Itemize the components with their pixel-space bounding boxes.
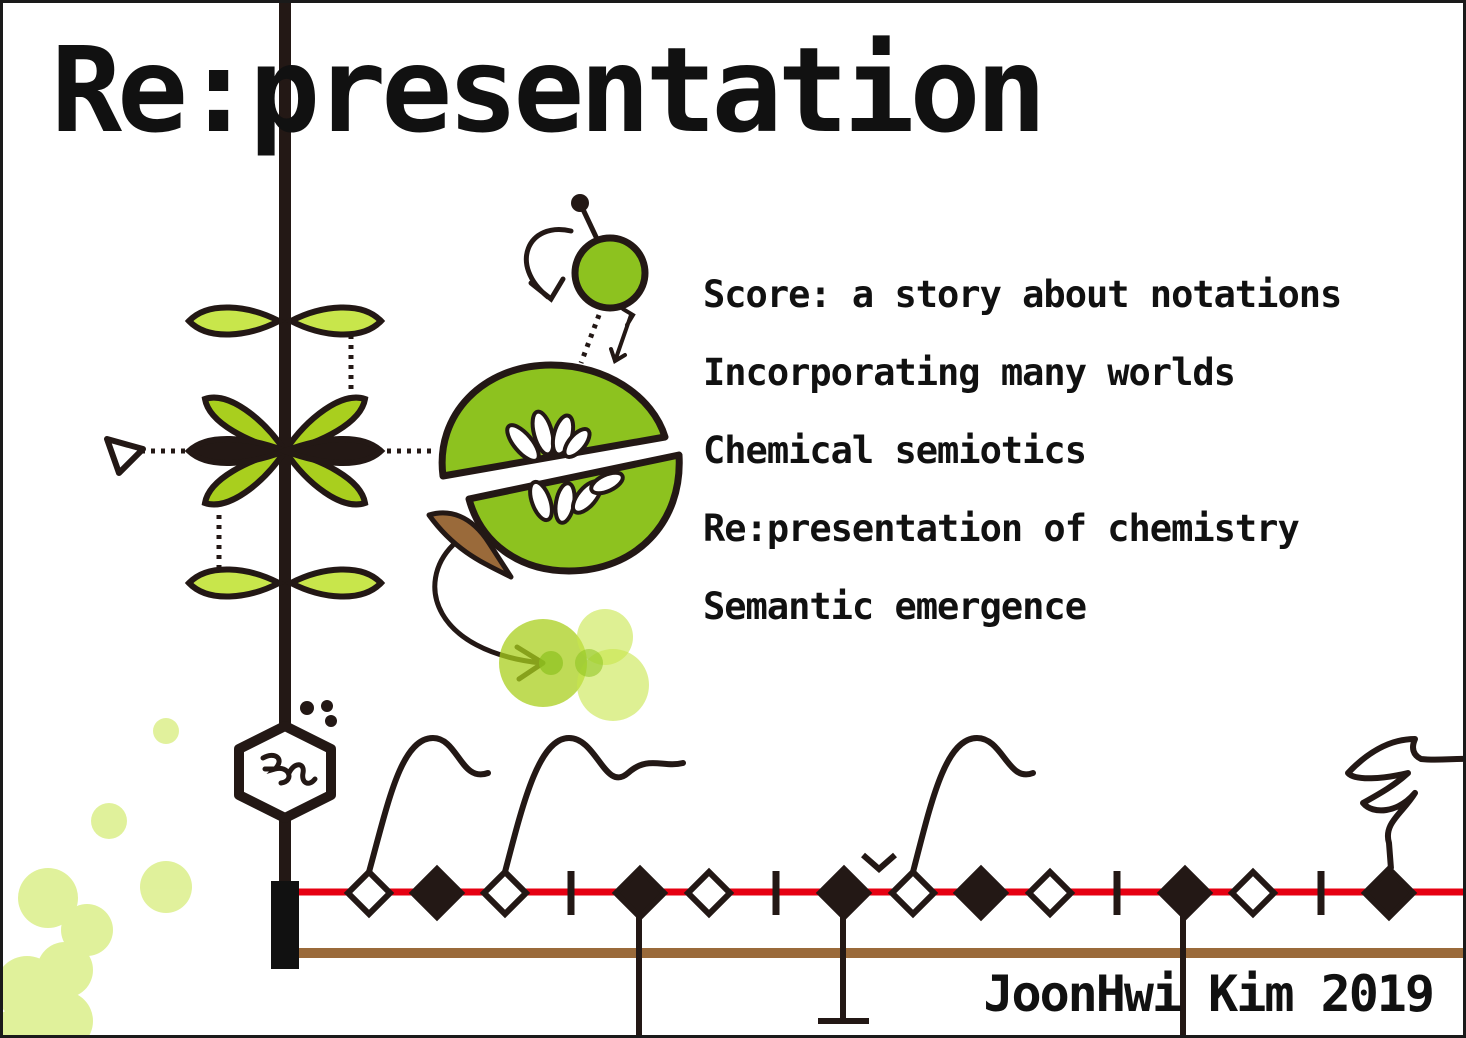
diamond-note-icon [343, 864, 1418, 922]
split-green-fruit-icon [426, 361, 683, 580]
vertical-staff-line [279, 3, 291, 883]
hexagon-glyph-icon [234, 700, 337, 823]
list-item: Re:presentation of chemistry [703, 507, 1300, 550]
double-arrow [609, 307, 636, 364]
caret-mark [861, 852, 897, 873]
illustration [3, 3, 1463, 1035]
staff-ticks [567, 871, 1325, 915]
page-title: Re:presentation [51, 21, 1047, 159]
loop-arrow [524, 227, 574, 303]
green-bubble-cluster [499, 609, 649, 721]
list-item: Score: a story about notations [703, 273, 1342, 316]
author-credit: JoonHwi Kim 2019 [983, 965, 1435, 1023]
staff-end-bar [271, 881, 299, 969]
bubble-cluster-icon [3, 718, 192, 1035]
leaf-cluster-icon [184, 304, 386, 600]
topic-list: Score: a story about notations Incorpora… [703, 269, 1342, 659]
list-item: Incorporating many worlds [703, 351, 1236, 394]
triangle-arrow-icon [104, 436, 146, 476]
dotted-connectors [141, 314, 602, 569]
list-item: Semantic emergence [703, 585, 1087, 628]
list-item: Chemical semiotics [703, 429, 1087, 472]
wave-curves [366, 734, 1036, 875]
small-green-circle-icon [571, 194, 649, 312]
creature-outline [1345, 736, 1463, 870]
